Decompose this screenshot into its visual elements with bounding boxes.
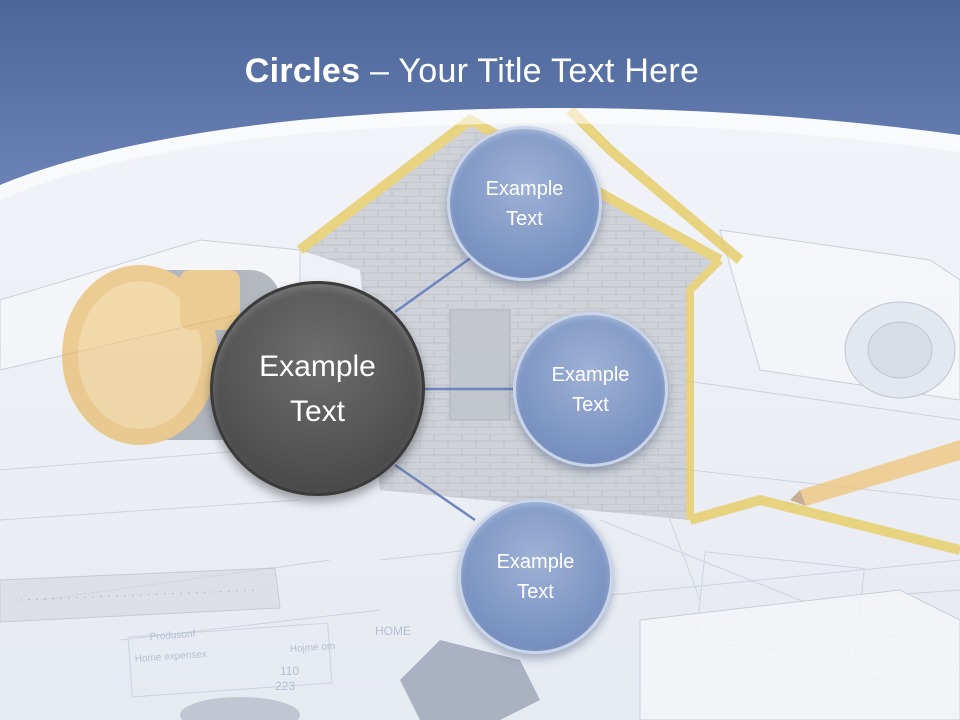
svg-text:Hojme om: Hojme om: [289, 641, 335, 655]
node-circle-1[interactable]: Example Text: [447, 126, 602, 281]
center-circle-label: Example Text: [259, 349, 376, 428]
node-circle-label: Example Text: [485, 177, 564, 230]
svg-text:110: 110: [280, 664, 299, 678]
node-circle-label: Example Text: [551, 363, 630, 416]
center-circle[interactable]: Example Text: [210, 281, 425, 496]
svg-text:223: 223: [275, 679, 295, 693]
svg-text:Produsonf: Produsonf: [149, 629, 195, 643]
title-rest: – Your Title Text Here: [360, 52, 700, 90]
svg-text:HOME: HOME: [375, 624, 411, 638]
node-circle-2[interactable]: Example Text: [513, 312, 668, 467]
node-circle-label: Example Text: [496, 550, 575, 603]
node-circle-3[interactable]: Example Text: [458, 499, 613, 654]
slide-title: Circles – Your Title Text Here: [0, 52, 944, 91]
title-bold: Circles: [244, 52, 361, 90]
svg-text:Home expensex: Home expensex: [134, 649, 207, 665]
connector-lines: [394, 255, 516, 522]
